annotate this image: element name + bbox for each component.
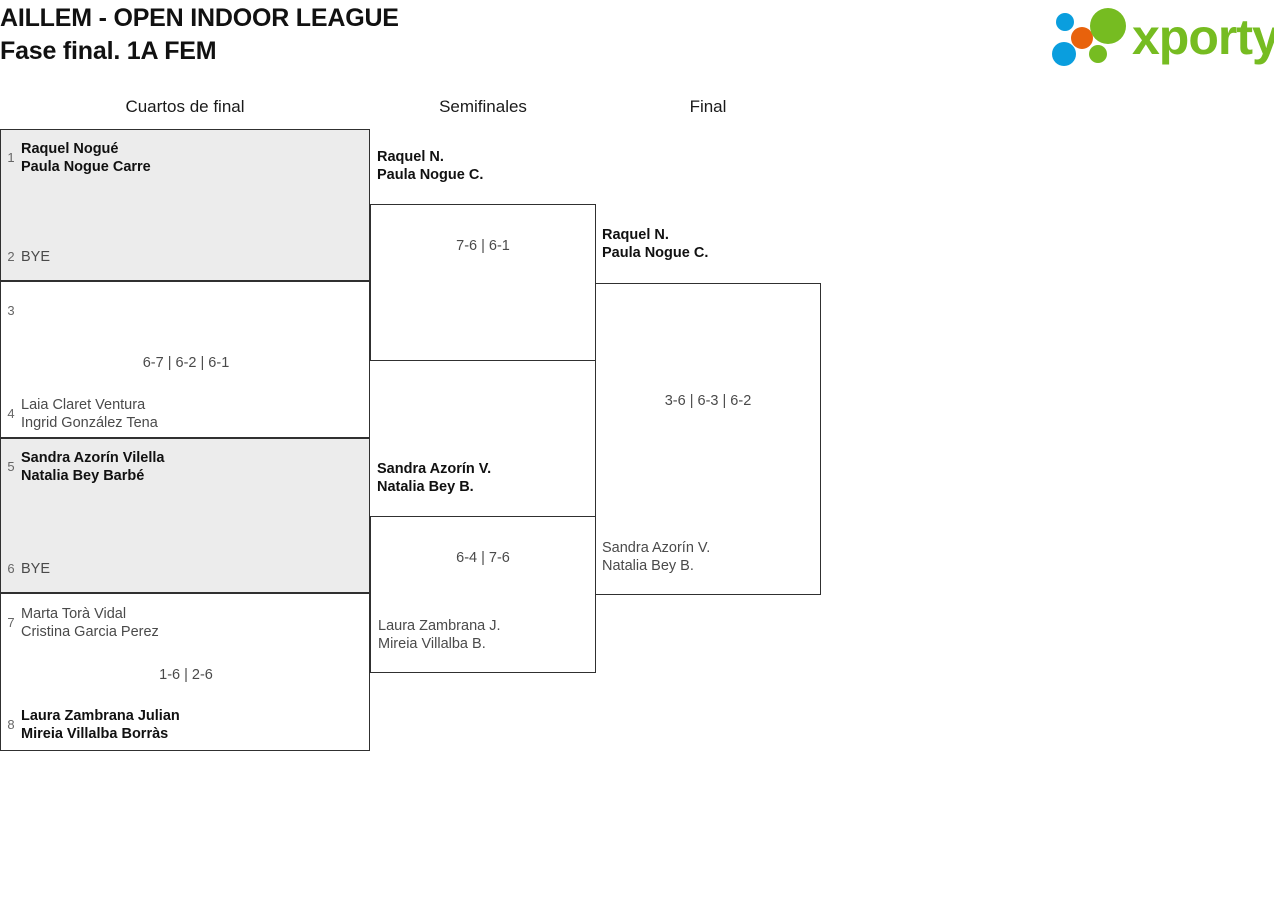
xporty-logo-svg: xporty [1052, 8, 1274, 66]
seed-number: 7 [7, 615, 15, 630]
tournament-name: AILLEM - OPEN INDOOR LEAGUE [0, 4, 399, 32]
match-qf1-competitor-top: 1 Raquel Nogué Paula Nogue Carre [1, 140, 151, 176]
semifinal-2-advancing-team: Sandra Azorín V. Natalia Bey B. [377, 461, 492, 495]
seed-number: 1 [7, 150, 15, 165]
logo-dot-blue-bottom [1052, 42, 1076, 66]
xporty-logo: xporty [1046, 6, 1274, 68]
competitor-names: BYE [21, 561, 51, 577]
match-qf1-competitor-bottom: 2 BYE [1, 248, 50, 266]
match-quarterfinal-4[interactable]: 7 Marta Torà Vidal Cristina Garcia Perez… [0, 593, 370, 751]
match-quarterfinal-2[interactable]: 3 6-7 | 6-2 | 6-1 4 Laia Claret Ventura … [0, 281, 370, 438]
tournament-phase: Fase final. 1A FEM [0, 37, 217, 65]
semifinal-1-advancing-team: Raquel N. Paula Nogue C. [377, 149, 484, 183]
match-quarterfinal-1[interactable]: 1 Raquel Nogué Paula Nogue Carre 2 BYE [0, 129, 370, 281]
seed-number: 4 [7, 406, 15, 421]
match-semifinal-2[interactable]: 6-4 | 7-6 Laura Zambrana J. Mireia Villa… [370, 516, 596, 673]
match-semifinal-1[interactable]: 7-6 | 6-1 [370, 204, 596, 361]
match-qf4-competitor-top: 7 Marta Torà Vidal Cristina Garcia Perez [1, 605, 159, 641]
competitor-names: BYE [21, 249, 51, 265]
final-champion-team: Raquel N. Paula Nogue C. [602, 227, 709, 261]
logo-dot-blue-top [1056, 13, 1074, 31]
match-final[interactable]: 3-6 | 6-3 | 6-2 Sandra Azorín V. Natalia… [595, 283, 821, 595]
match-quarterfinal-3[interactable]: 5 Sandra Azorín Vilella Natalia Bey Barb… [0, 438, 370, 593]
match-sf1-score: 7-6 | 6-1 [456, 238, 510, 254]
match-qf4-competitor-bottom: 8 Laura Zambrana Julian Mireia Villalba … [1, 707, 180, 743]
match-final-score: 3-6 | 6-3 | 6-2 [664, 393, 752, 409]
match-qf2-score: 6-7 | 6-2 | 6-1 [142, 355, 230, 371]
competitor-names: Laia Claret Ventura Ingrid González Tena [21, 397, 158, 431]
match-qf4-score: 1-6 | 2-6 [159, 667, 213, 683]
round-header-quarterfinals: Cuartos de final [125, 97, 245, 116]
round-header-semifinals: Semifinales [439, 97, 527, 116]
seed-number: 8 [7, 717, 15, 732]
match-qf3-competitor-top: 5 Sandra Azorín Vilella Natalia Bey Barb… [1, 449, 164, 485]
page-title: AILLEM - OPEN INDOOR LEAGUE Fase final. … [0, 2, 900, 68]
round-header-final: Final [689, 97, 727, 116]
semifinal-2-loser-team: Laura Zambrana J. Mireia Villalba B. [378, 618, 501, 652]
match-qf2-competitor-bottom: 4 Laia Claret Ventura Ingrid González Te… [1, 396, 158, 432]
match-qf3-competitor-bottom: 6 BYE [1, 560, 50, 578]
competitor-names: Sandra Azorín Vilella Natalia Bey Barbé [21, 450, 165, 484]
seed-number: 5 [7, 459, 15, 474]
logo-dot-green-large [1090, 8, 1126, 44]
final-runner-up-team: Sandra Azorín V. Natalia Bey B. [602, 540, 711, 574]
logo-wordmark: xporty [1132, 9, 1274, 65]
seed-number: 6 [7, 561, 15, 576]
seed-number: 3 [7, 303, 15, 318]
competitor-names: Laura Zambrana Julian Mireia Villalba Bo… [21, 708, 180, 742]
competitor-names: Raquel Nogué Paula Nogue Carre [21, 141, 151, 175]
logo-dot-green-small [1089, 45, 1107, 63]
competitor-names: Marta Torà Vidal Cristina Garcia Perez [21, 606, 159, 640]
logo-dot-orange [1071, 27, 1093, 49]
match-sf2-score: 6-4 | 7-6 [456, 550, 510, 566]
seed-number: 2 [7, 249, 15, 264]
match-qf2-competitor-top: 3 [1, 302, 21, 320]
